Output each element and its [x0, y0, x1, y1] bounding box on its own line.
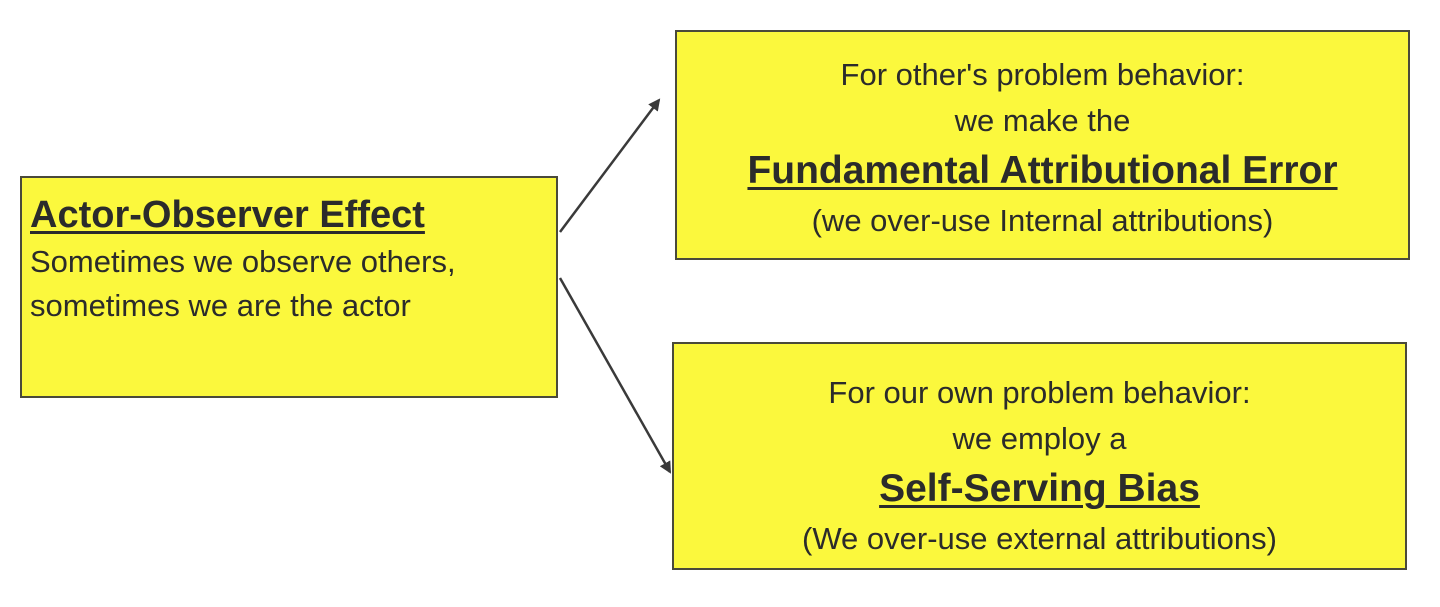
arrow-to-fundamental-error: [559, 98, 661, 233]
fundamental-error-box: For other's problem behavior: we make th…: [675, 30, 1410, 260]
fundamental-error-title: Fundamental Attributional Error: [747, 149, 1338, 192]
self-serving-bias-line1: For our own problem behavior:: [828, 375, 1251, 410]
self-serving-bias-line2: we employ a: [952, 421, 1127, 456]
self-serving-bias-line3: (We over-use external attributions): [802, 521, 1277, 556]
self-serving-bias-box: For our own problem behavior: we employ …: [672, 342, 1407, 570]
actor-observer-description: Sometimes we observe others, sometimes w…: [30, 244, 456, 323]
actor-observer-box: Actor-Observer Effect Sometimes we obser…: [20, 176, 558, 398]
actor-observer-title: Actor-Observer Effect: [30, 194, 425, 236]
self-serving-bias-title: Self-Serving Bias: [879, 467, 1200, 510]
fundamental-error-line3: (we over-use Internal attributions): [811, 203, 1274, 238]
fundamental-error-line1: For other's problem behavior:: [840, 57, 1245, 92]
arrow-to-self-serving-bias: [558, 277, 672, 474]
fundamental-error-line2: we make the: [954, 103, 1131, 138]
